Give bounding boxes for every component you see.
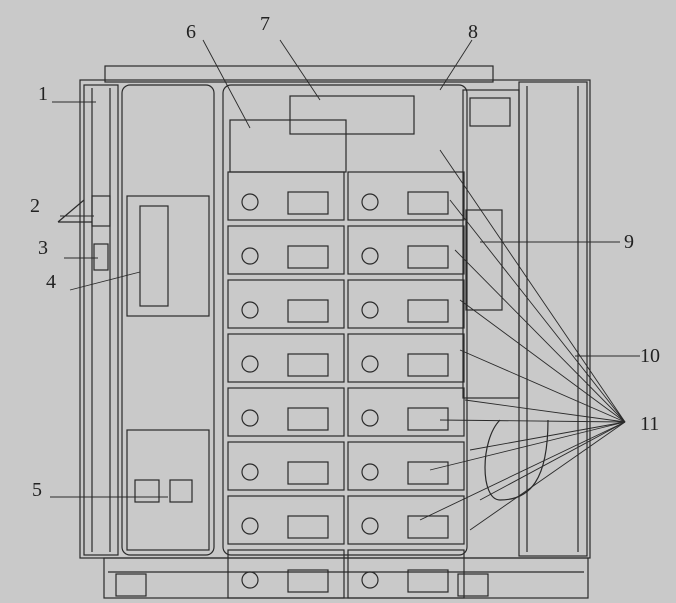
callout-9: 9 xyxy=(624,231,634,253)
fan-icon xyxy=(241,517,259,535)
leader-line xyxy=(429,421,626,471)
battery-module xyxy=(227,225,345,275)
fan-icon xyxy=(241,355,259,373)
cabinet-base xyxy=(103,557,589,599)
cabinet-outer-frame xyxy=(79,79,591,559)
callout-1: 1 xyxy=(38,83,48,105)
callout-11-leaders xyxy=(419,149,626,531)
fan-icon xyxy=(361,571,379,589)
leader-line xyxy=(459,349,626,423)
module-label-plate xyxy=(407,569,449,593)
leader-line xyxy=(479,421,626,501)
battery-module xyxy=(227,279,345,329)
fan-icon xyxy=(361,355,379,373)
module-label-plate xyxy=(407,461,449,485)
module-label-plate xyxy=(407,515,449,539)
door-latch xyxy=(91,195,111,227)
leader-line xyxy=(449,199,626,423)
module-label-plate xyxy=(287,299,329,323)
pcs-vent xyxy=(139,205,169,307)
module-label-plate xyxy=(287,353,329,377)
fan-icon xyxy=(241,409,259,427)
breaker-panel xyxy=(134,479,160,503)
top-busbar xyxy=(289,95,415,135)
module-label-plate xyxy=(287,569,329,593)
leader-line xyxy=(464,399,626,423)
callout-11: 11 xyxy=(640,413,660,435)
module-label-plate xyxy=(407,191,449,215)
module-label-plate xyxy=(287,245,329,269)
fan-icon xyxy=(241,463,259,481)
leader-line xyxy=(469,421,626,531)
battery-module xyxy=(227,171,345,221)
callout-6: 6 xyxy=(186,21,196,43)
battery-module xyxy=(347,549,465,599)
battery-module xyxy=(347,387,465,437)
module-label-plate xyxy=(287,515,329,539)
cable-loop xyxy=(484,419,549,501)
module-label-plate xyxy=(407,245,449,269)
callout-10: 10 xyxy=(640,345,660,367)
callout-5: 5 xyxy=(32,479,42,501)
leader-line xyxy=(439,419,626,423)
battery-modules xyxy=(227,171,465,599)
right-vent xyxy=(469,97,511,127)
left-column xyxy=(121,84,215,556)
battery-module xyxy=(347,225,465,275)
module-label-plate xyxy=(407,299,449,323)
pcs-unit xyxy=(126,195,210,317)
battery-module xyxy=(227,387,345,437)
battery-module xyxy=(347,495,465,545)
fan-icon xyxy=(361,247,379,265)
leader-line xyxy=(469,421,626,451)
fan-icon xyxy=(361,463,379,481)
battery-module xyxy=(347,333,465,383)
right-panel xyxy=(462,89,520,399)
module-label-plate xyxy=(287,407,329,431)
fan-icon xyxy=(361,409,379,427)
callout-8: 8 xyxy=(468,21,478,43)
fan-icon xyxy=(361,193,379,211)
fan-icon xyxy=(361,301,379,319)
battery-module xyxy=(347,171,465,221)
right-door xyxy=(518,81,588,557)
module-label-plate xyxy=(287,191,329,215)
module-label-plate xyxy=(407,353,449,377)
leader-line xyxy=(459,299,626,423)
leader-line xyxy=(454,249,626,423)
module-label-plate xyxy=(287,461,329,485)
control-area xyxy=(229,119,347,173)
fan-icon xyxy=(241,571,259,589)
fan-icon xyxy=(241,247,259,265)
fan-icon xyxy=(241,301,259,319)
door-handle xyxy=(93,243,109,271)
callout-7: 7 xyxy=(260,13,270,35)
battery-module xyxy=(347,279,465,329)
battery-module xyxy=(227,495,345,545)
callout-3: 3 xyxy=(38,237,48,259)
battery-module xyxy=(227,441,345,491)
fan-icon xyxy=(241,193,259,211)
module-label-plate xyxy=(407,407,449,431)
battery-rack xyxy=(222,84,468,556)
battery-module xyxy=(227,549,345,599)
leader-line xyxy=(439,149,626,423)
fan-icon xyxy=(361,517,379,535)
left-door xyxy=(83,84,119,556)
battery-module xyxy=(347,441,465,491)
battery-module xyxy=(227,333,345,383)
callout-2: 2 xyxy=(30,195,40,217)
leader-line xyxy=(419,421,626,521)
callout-4: 4 xyxy=(46,271,56,293)
cabinet-top-rail xyxy=(104,65,494,83)
